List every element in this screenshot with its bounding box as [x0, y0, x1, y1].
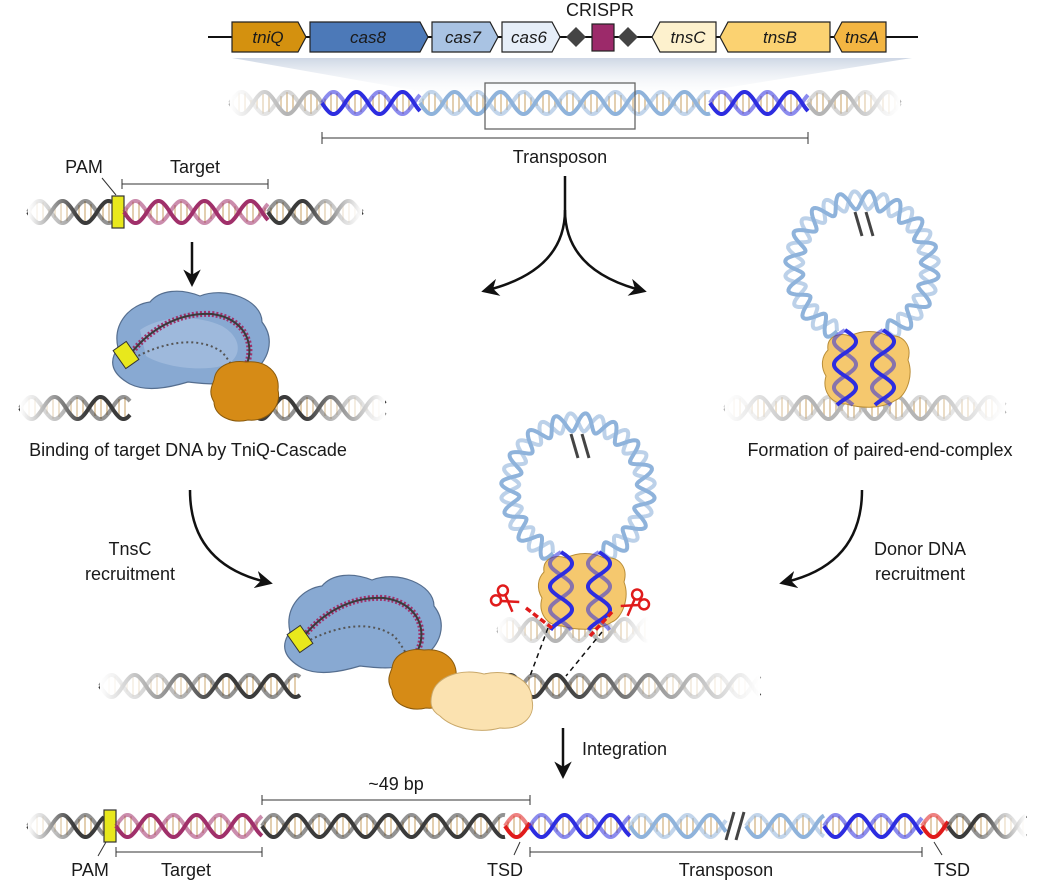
- crispr-spacer: [591, 23, 615, 52]
- target-strand: [131, 312, 251, 367]
- gene-tnsC-arrow: [651, 21, 717, 53]
- target-label: Target: [170, 157, 220, 177]
- pam-in-complex: [112, 340, 140, 370]
- gene-tniQ-label: tniQ: [252, 28, 283, 47]
- gene-cas7-label: cas7: [445, 28, 481, 47]
- dna-helix: [708, 90, 810, 116]
- gene-tnsA-label: tnsA: [845, 28, 879, 47]
- step-pec-label: Formation of paired-end-complex: [747, 440, 1012, 460]
- dna-helix: [832, 328, 858, 407]
- dna-helix: [586, 550, 612, 632]
- dna-helix: [26, 198, 114, 226]
- cascade-protein-mid: [284, 574, 442, 674]
- dna-helix: [228, 89, 324, 117]
- gene-cas6-label: cas6: [511, 28, 547, 47]
- donor-recruitment-label-1: Donor DNA: [874, 539, 966, 559]
- tsd-right-label: TSD: [934, 860, 970, 880]
- step-binding-label: Binding of target DNA by TniQ-Cascade: [29, 440, 347, 460]
- split-arrows: [481, 176, 647, 296]
- transposon-bottom-label: Transposon: [679, 860, 773, 880]
- dna-helix: [114, 813, 264, 839]
- crispr-label: CRISPR: [566, 0, 634, 20]
- gene-tnsB-arrow: [719, 21, 831, 53]
- dna-helix: [26, 812, 106, 840]
- tnsc-protein: [430, 671, 534, 731]
- paired-end-complex: Formation of paired-end-complex: [723, 189, 1013, 460]
- tnsc-recruitment-label-1: TnsC: [108, 539, 151, 559]
- dna-helix: [946, 812, 1028, 840]
- gene-tnsC-label: tnsC: [671, 28, 707, 47]
- transposon-dna-top: Transposon: [228, 82, 902, 167]
- scissors-icon-left: [489, 584, 520, 613]
- dna-helix: [248, 394, 387, 422]
- dna-helix: [503, 813, 532, 839]
- dna-helix: [266, 198, 364, 226]
- dna-helix: [98, 672, 302, 700]
- integration-label: Integration: [582, 739, 667, 759]
- dna-helix: [528, 813, 632, 839]
- integrated-product: ~49 bp PAM Target TSD Transposon TSD: [26, 774, 1028, 880]
- dna-helix: [822, 813, 924, 839]
- tniq-protein: [210, 361, 280, 422]
- dna-helix: [870, 328, 896, 407]
- tnsc-recruitment-label-2: recruitment: [85, 564, 175, 584]
- tsd-left-label: TSD: [487, 860, 523, 880]
- crispr-repeat-diamond: [566, 27, 586, 47]
- gene-tniQ-arrow: [231, 21, 307, 53]
- gene-cas8-arrow: [309, 21, 429, 53]
- operon-map: tniQ cas8 cas7 cas6 CRISPR tnsC tnsB tns…: [208, 0, 918, 100]
- pam-box-bottom: [103, 809, 117, 843]
- integration-complex: [98, 411, 762, 731]
- tniq-cascade-complex: Binding of target DNA by TniQ-Cascade: [18, 290, 387, 460]
- donor-recruitment-label-2: recruitment: [875, 564, 965, 584]
- transposon-top-label: Transposon: [513, 147, 607, 167]
- scissors-icon-right: [620, 588, 651, 617]
- gene-cas6-arrow: [501, 21, 561, 53]
- pam-bottom-label: PAM: [71, 860, 109, 880]
- target-bottom-label: Target: [161, 860, 211, 880]
- pam-mid: [286, 624, 314, 654]
- donor-dna-loop: [783, 189, 941, 339]
- dna-helix: [806, 89, 902, 117]
- zoom-fan: [232, 58, 912, 100]
- cleavage-line-right: [565, 631, 603, 677]
- distance-label: ~49 bp: [368, 774, 424, 794]
- pam-label: PAM: [65, 157, 103, 177]
- dna-helix: [548, 550, 574, 632]
- donor-dna-loop: [499, 411, 657, 561]
- gene-tnsB-label: tnsB: [763, 28, 797, 47]
- dna-helix: [418, 90, 711, 116]
- dna-helix: [18, 394, 132, 422]
- recruitment-arrows: TnsC recruitment Donor DNA recruitment: [85, 489, 966, 589]
- dna-helix: [744, 813, 826, 839]
- dna-helix: [122, 199, 270, 225]
- gene-cas7-arrow: [431, 21, 499, 53]
- gene-cas8-label: cas8: [350, 28, 386, 47]
- dna-helix: [628, 813, 728, 839]
- gene-tnsA-arrow: [833, 21, 887, 53]
- dna-helix: [260, 813, 506, 839]
- pam-box: [111, 195, 125, 229]
- crispr-repeat-diamond: [618, 27, 638, 47]
- dna-helix: [920, 813, 950, 839]
- dna-helix: [320, 90, 422, 116]
- zoom-box: [484, 82, 636, 130]
- cascade-protein-shade: [140, 318, 238, 369]
- target-dna: PAM Target: [26, 157, 364, 229]
